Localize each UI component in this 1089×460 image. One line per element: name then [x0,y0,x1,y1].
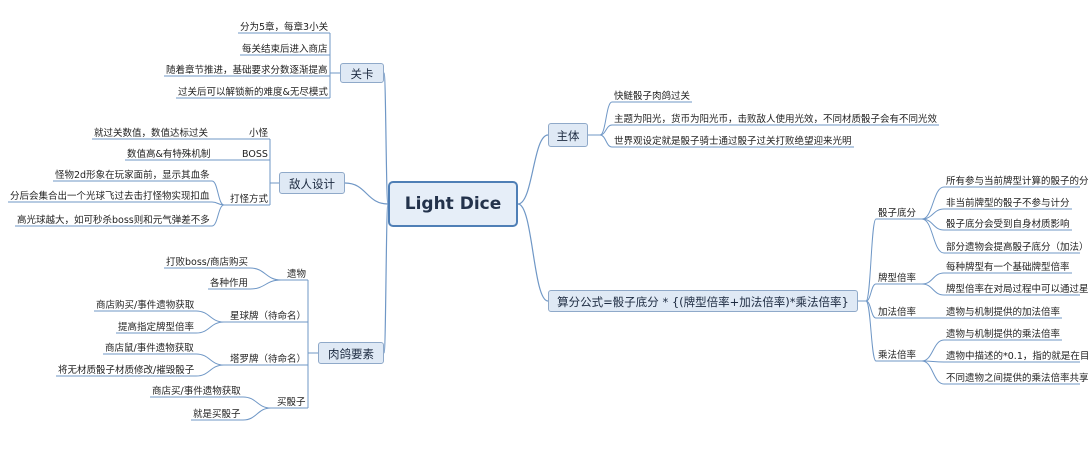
leaf-node[interactable]: 随着章节推进，基础要求分数逐渐提高 [166,65,328,76]
connector-line [249,267,282,281]
connector-line [599,134,613,148]
leaf-node[interactable]: 分后会集合出一个光球飞过去击打怪物实现扣血 [10,191,210,202]
leaf-node[interactable]: 商店买/事件遗物获取 [152,386,241,397]
subtopic-node[interactable]: 小怪 [249,128,269,139]
subtopic-node[interactable]: 遗物 [287,269,307,280]
subtopic-node[interactable]: 塔罗牌（待命名） [230,354,307,365]
leaf-node[interactable]: 世界观设定就是骰子骑士通过骰子过关打败绝望迎来光明 [614,136,852,147]
connector-line [242,396,272,409]
leaf-node[interactable]: 不同遗物之间提供的乘法倍率共享 [946,373,1089,384]
subtopic-node[interactable]: 乘法倍率 [878,350,917,361]
connector-line [921,283,945,296]
leaf-node[interactable]: 高光球越大，如可秒杀boss则和元气弹差不多 [17,215,210,226]
leaf-node[interactable]: 就是买骰子 [193,409,241,420]
connector-line [921,218,945,254]
branch-rouge[interactable]: 肉鸽要素 [318,342,384,364]
leaf-node[interactable]: 怪物2d形象在玩家面前，显示其血条 [55,170,210,181]
leaf-node[interactable]: 每关结束后进入商店 [242,44,328,55]
leaf-node[interactable]: 主题为阳光，货币为阳光币，击败敌人使用光效，不同材质骰子会有不同光效 [614,114,938,125]
branch-zhuti[interactable]: 主体 [548,123,588,147]
connector-line [921,186,945,220]
subtopic-node[interactable]: 打怪方式 [230,194,269,205]
connector-line [195,321,225,334]
connector-line [211,180,225,206]
subtopic-node[interactable]: 星球牌（待命名） [230,311,307,322]
connector-line [383,72,389,205]
leaf-node[interactable]: 遗物与机制提供的加法倍率 [946,307,1061,318]
connector-line [195,353,225,366]
root-node[interactable]: Light Dice [388,181,518,227]
branch-diren[interactable]: 敌人设计 [279,172,345,194]
connector-line [211,201,225,206]
subtopic-node[interactable]: 骰子底分 [878,208,917,219]
leaf-node[interactable]: 将无材质骰子材质修改/摧毁骰子 [58,365,195,376]
subtopic-node[interactable]: BOSS [242,149,268,160]
leaf-node[interactable]: 牌型倍率在对局过程中可以通过星 [946,284,1089,295]
leaf-node[interactable]: 遗物与机制提供的乘法倍率 [946,329,1061,340]
connector-line [865,283,877,302]
leaf-node[interactable]: 遗物中描述的*0.1，指的就是在目 [946,351,1089,362]
connector-line [517,203,549,302]
connector-line [242,407,272,421]
leaf-node[interactable]: 就过关数值，数值达标过关 [94,128,209,139]
leaf-node[interactable]: 部分遗物会提高骰子底分（加法） [946,242,1089,253]
connector-line [921,360,945,385]
connector-line [921,272,945,285]
subtopic-node[interactable]: 加法倍率 [878,307,917,318]
leaf-node[interactable]: 商店鼠/事件遗物获取 [105,343,194,354]
connector-line [921,208,945,220]
connector-line [599,101,613,136]
connector-line [599,124,613,136]
leaf-node[interactable]: 过关后可以解锁新的难度&无尽模式 [178,87,328,98]
leaf-node[interactable]: 各种作用 [210,278,249,289]
leaf-node[interactable]: 数值高&有特殊机制 [127,149,211,160]
leaf-node[interactable]: 商店购买/事件遗物获取 [96,300,195,311]
leaf-node[interactable]: 所有参与当前牌型计算的骰子的分 [946,176,1089,187]
connector-line [249,279,282,290]
subtopic-node[interactable]: 买骰子 [277,397,306,408]
connector-line [517,134,549,205]
leaf-node[interactable]: 非当前牌型的骰子不参与计分 [946,198,1070,209]
connector-line [865,218,877,302]
leaf-node[interactable]: 快鲢骰子肉鸽过关 [614,91,691,102]
leaf-node[interactable]: 分为5章，每章3小关 [240,22,329,33]
branch-guanka[interactable]: 关卡 [340,63,384,83]
leaf-node[interactable]: 打败boss/商店购买 [166,257,248,268]
leaf-node[interactable]: 每种牌型有一个基础牌型倍率 [946,262,1070,273]
connector-line [195,364,225,377]
connector-line [344,182,389,205]
connector-line [865,300,877,362]
leaf-node[interactable]: 提高指定牌型倍率 [118,322,195,333]
connector-line [195,310,225,323]
connector-line [383,203,389,354]
connector-line [921,339,945,362]
subtopic-node[interactable]: 牌型倍率 [878,273,917,284]
leaf-node[interactable]: 骰子底分会受到自身材质影响 [946,219,1070,230]
branch-formula[interactable]: 算分公式=骰子底分 * {(牌型倍率+加法倍率)*乘法倍率} [548,290,858,312]
connector-line [211,204,225,227]
